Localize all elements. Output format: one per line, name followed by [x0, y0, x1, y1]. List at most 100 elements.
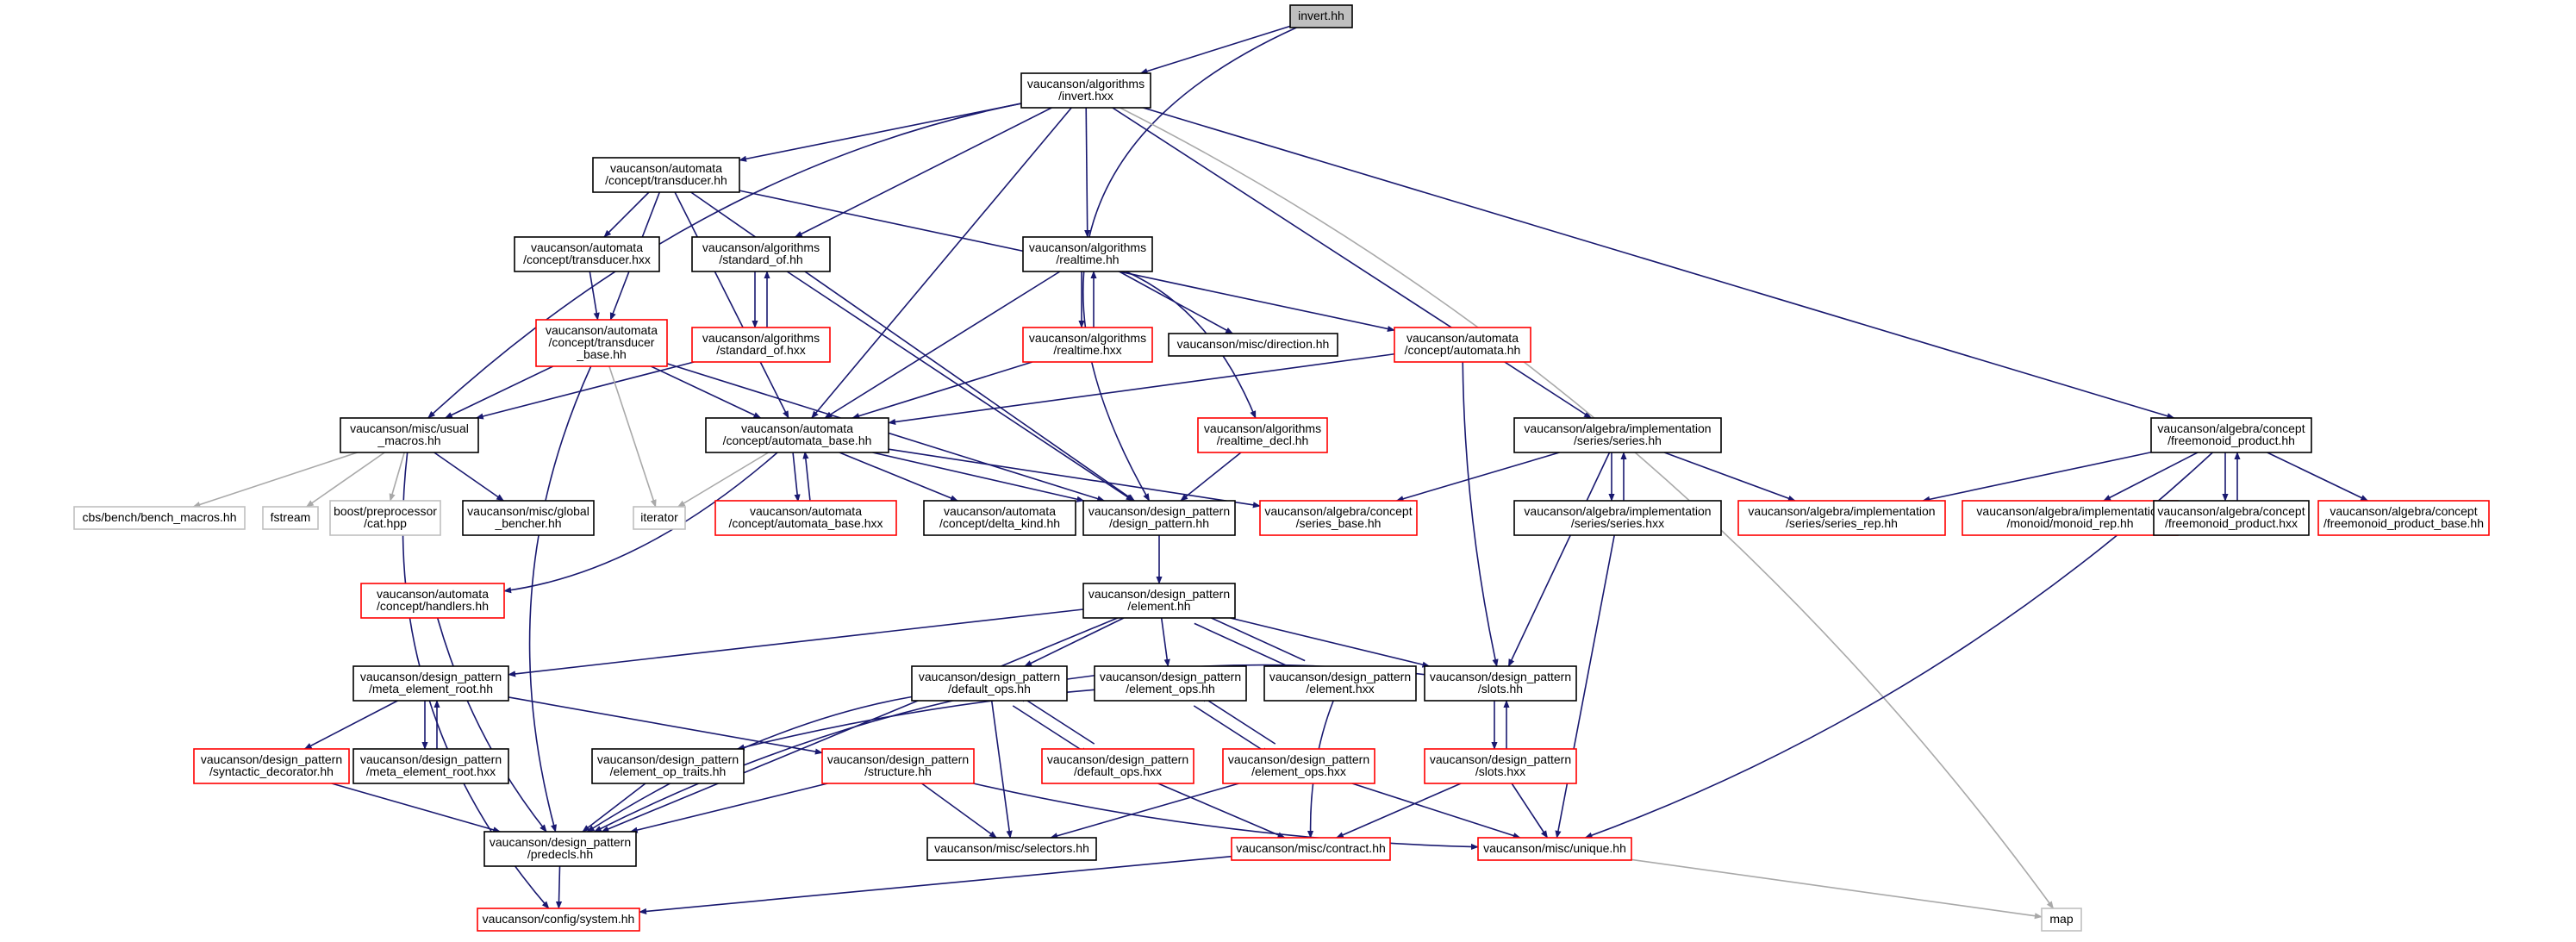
edge-default-ops-hxx-to-default-ops-hh [1019, 695, 1095, 745]
node-transducer-hh[interactable]: vaucanson/automata/concept/transducer.hh [592, 157, 740, 193]
node-structure-hh[interactable]: vaucanson/design_pattern/structure.hh [821, 748, 975, 784]
node-label: /freemonoid_product.hh [2167, 434, 2295, 447]
node-slots-hh[interactable]: vaucanson/design_pattern/slots.hh [1424, 665, 1577, 702]
node-contract-hh[interactable]: vaucanson/misc/contract.hh [1231, 837, 1391, 861]
node-label: boost/preprocessor [334, 504, 437, 518]
edge-freemonoid-product-hh-to-monoid-rep-hh [2103, 452, 2199, 502]
node-label: vaucanson/algebra/concept [1264, 504, 1412, 518]
node-label: vaucanson/design_pattern [1047, 752, 1188, 766]
node-standard-of-hxx[interactable]: vaucanson/algorithms/standard_of.hxx [691, 327, 831, 363]
node-element-hxx[interactable]: vaucanson/design_pattern/element.hxx [1263, 665, 1417, 702]
node-invert-hxx[interactable]: vaucanson/algorithms/invert.hxx [1020, 72, 1151, 109]
node-label: vaucanson/misc/direction.hh [1177, 337, 1330, 351]
edge-invert-hxx-to-usual-macros-hh [427, 103, 1022, 419]
node-label: /predecls.hh [527, 847, 593, 861]
node-selectors-hh[interactable]: vaucanson/misc/selectors.hh [926, 837, 1097, 861]
node-realtime-hxx[interactable]: vaucanson/algorithms/realtime.hxx [1022, 327, 1153, 363]
edge-automata-base-hh-to-handlers-hh [503, 452, 778, 594]
node-freemonoid-product-hxx[interactable]: vaucanson/algebra/concept/freemonoid_pro… [2153, 500, 2310, 536]
edge-contract-hh-to-system-hh [639, 855, 1232, 914]
node-usual-macros-hh[interactable]: vaucanson/misc/usual_macros.hh [340, 417, 479, 453]
node-default-ops-hxx[interactable]: vaucanson/design_pattern/default_ops.hxx [1041, 748, 1194, 784]
node-box [923, 500, 1076, 536]
node-label: /meta_element_root.hh [369, 682, 493, 696]
edge-usual-macros-hh-to-fstream [305, 452, 385, 508]
node-series-hh[interactable]: vaucanson/algebra/implementation/series/… [1513, 417, 1722, 453]
node-monoid-rep-hh[interactable]: vaucanson/algebra/implementation/monoid/… [1962, 500, 2179, 536]
node-element-ops-hh[interactable]: vaucanson/design_pattern/element_ops.hh [1094, 665, 1247, 702]
node-label: vaucanson/design_pattern [827, 752, 969, 766]
edge-usual-macros-hh-to-cat-hpp [389, 452, 405, 502]
node-automata-base-hh[interactable]: vaucanson/automata/concept/automata_base… [705, 417, 889, 453]
node-element-ops-hxx[interactable]: vaucanson/design_pattern/element_ops.hxx [1222, 748, 1375, 784]
node-box [705, 417, 889, 453]
node-realtime-decl-hh[interactable]: vaucanson/algorithms/realtime_decl.hh [1197, 417, 1328, 453]
node-meta-element-root-hh[interactable]: vaucanson/design_pattern/meta_element_ro… [352, 665, 509, 702]
node-label: /standard_of.hh [719, 253, 802, 266]
node-label: vaucanson/design_pattern [1430, 670, 1571, 683]
node-label: vaucanson/algorithms [1029, 331, 1146, 345]
node-label: /concept/handlers.hh [377, 599, 489, 613]
node-series-rep-hh[interactable]: vaucanson/algebra/implementation/series/… [1737, 500, 1946, 536]
edge-invert-hxx-to-standard-of-hh [794, 107, 1052, 238]
node-global-bencher-hh[interactable]: vaucanson/misc/global_bencher.hh [462, 500, 595, 536]
node-element-hh[interactable]: vaucanson/design_pattern/element.hh [1082, 583, 1236, 619]
node-invert-hh[interactable]: invert.hh [1289, 4, 1353, 28]
node-transducer-hxx[interactable]: vaucanson/automata/concept/transducer.hx… [514, 236, 660, 272]
node-label: vaucanson/automata [531, 240, 643, 254]
node-box [2150, 417, 2312, 453]
node-predecls-hh[interactable]: vaucanson/design_pattern/predecls.hh [483, 831, 637, 867]
node-label: vaucanson/misc/selectors.hh [934, 841, 1089, 855]
node-label: vaucanson/design_pattern [1088, 587, 1230, 601]
edge-invert-hxx-to-realtime-hh [1084, 107, 1091, 238]
node-transducer-base-hh[interactable]: vaucanson/automata/concept/transducer_ba… [535, 319, 668, 367]
node-default-ops-hh[interactable]: vaucanson/design_pattern/default_ops.hh [911, 665, 1068, 702]
node-label: /element.hxx [1306, 682, 1374, 696]
edge-invert-hxx-to-automata-base-hh [811, 107, 1072, 419]
edge-structure-hh-to-selectors-hh [921, 783, 997, 839]
node-unique-hh[interactable]: vaucanson/misc/unique.hh [1477, 837, 1632, 861]
node-box [360, 583, 505, 619]
node-system-hh[interactable]: vaucanson/config/system.hh [477, 908, 640, 932]
node-handlers-hh[interactable]: vaucanson/automata/concept/handlers.hh [360, 583, 505, 619]
node-automata-hh[interactable]: vaucanson/automata/concept/automata.hh [1394, 327, 1531, 363]
node-box [1022, 327, 1153, 363]
node-box [535, 319, 668, 367]
node-label: /standard_of.hxx [716, 343, 806, 357]
node-meta-element-root-hxx[interactable]: vaucanson/design_pattern/meta_element_ro… [352, 748, 509, 784]
node-slots-hxx[interactable]: vaucanson/design_pattern/slots.hxx [1424, 748, 1577, 784]
node-automata-base-hxx[interactable]: vaucanson/automata/concept/automata_base… [714, 500, 897, 536]
node-syntactic-decorator-hh[interactable]: vaucanson/design_pattern/syntactic_decor… [193, 748, 350, 784]
node-direction-hh[interactable]: vaucanson/misc/direction.hh [1168, 333, 1338, 357]
node-label: vaucanson/design_pattern [919, 670, 1060, 683]
node-realtime-hh[interactable]: vaucanson/algorithms/realtime.hh [1022, 236, 1153, 272]
node-label: /slots.hxx [1475, 764, 1525, 778]
node-box [329, 500, 441, 536]
node-box [821, 748, 975, 784]
node-freemonoid-product-hh[interactable]: vaucanson/algebra/concept/freemonoid_pro… [2150, 417, 2312, 453]
node-box [2153, 500, 2310, 536]
node-label: /element_op_traits.hh [610, 764, 727, 778]
header-nodes: invert.hh vaucanson/algorithms/invert.hxx… [73, 4, 2490, 932]
node-label: fstream [271, 510, 311, 524]
node-label: /concept/transducer.hxx [523, 253, 651, 266]
node-element-op-traits-hh[interactable]: vaucanson/design_pattern/element_op_trai… [591, 748, 745, 784]
node-design-pattern-hh[interactable]: vaucanson/design_pattern/design_pattern.… [1082, 500, 1236, 536]
node-series-base-hh[interactable]: vaucanson/algebra/concept/series_base.hh [1259, 500, 1418, 536]
node-label: /freemonoid_product_base.hh [2323, 516, 2484, 530]
edge-handlers-hh-to-predecls-hh [436, 617, 547, 833]
node-box [691, 236, 831, 272]
node-box [1737, 500, 1946, 536]
node-label: /meta_element_root.hxx [366, 764, 496, 778]
node-label: /realtime.hh [1056, 253, 1119, 266]
node-standard-of-hh[interactable]: vaucanson/algorithms/standard_of.hh [691, 236, 831, 272]
node-freemonoid-product-base-hh[interactable]: vaucanson/algebra/concept/freemonoid_pro… [2317, 500, 2490, 536]
edge-transducer-base-hh-to-predecls-hh [528, 365, 592, 833]
node-label: vaucanson/algebra/concept [2330, 504, 2477, 518]
edge-element-hh-to-slots-hh [1230, 617, 1431, 668]
node-label: /invert.hxx [1058, 89, 1113, 103]
node-box [714, 500, 897, 536]
node-box [262, 506, 319, 530]
node-series-hxx[interactable]: vaucanson/algebra/implementation/series/… [1513, 500, 1722, 536]
node-delta-kind-hh[interactable]: vaucanson/automata/concept/delta_kind.hh [923, 500, 1076, 536]
